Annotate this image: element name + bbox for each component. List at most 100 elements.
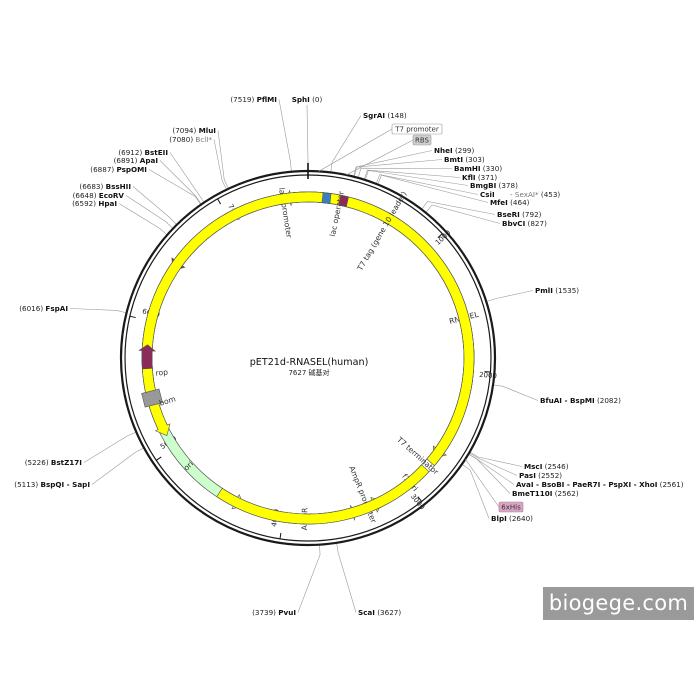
site-bamhi-name: BamHI xyxy=(454,164,481,173)
site-mfei: MfeI (464) xyxy=(490,198,530,207)
site-ecorv: (6648) EcoRV xyxy=(73,191,125,200)
site-sexai: - SexAI* (453) xyxy=(510,190,560,199)
site-sphi-name: SphI xyxy=(292,95,310,104)
site-scai-name: ScaI xyxy=(358,608,375,617)
site-bstz17i-name: BstZ17I xyxy=(51,458,82,467)
site-bsteii: (6912) BstEII xyxy=(118,148,168,157)
leader-bmgbi xyxy=(365,170,469,186)
site-mlui-name: MluI xyxy=(199,126,217,135)
site-pasi-position: (2552) xyxy=(536,471,562,480)
leader-pflmi xyxy=(278,99,292,172)
site-pflmi-name: PflMI xyxy=(257,95,278,104)
site-bmgbi-position: (378) xyxy=(496,181,518,190)
feature-rop: rop xyxy=(138,344,169,378)
site-csii-name: CsiI xyxy=(480,190,495,199)
leader-bmti xyxy=(353,159,443,177)
tick-3000 xyxy=(417,496,423,502)
leader-pvui xyxy=(297,544,321,613)
site-nhei: NheI (299) xyxy=(434,146,474,155)
site-bsshii-name: BssHII xyxy=(106,182,132,191)
site-bsshii-position: (6683) xyxy=(79,182,105,191)
site-bcli-position: (7080) xyxy=(169,135,195,144)
leader-bmet110i xyxy=(468,453,511,494)
site-blpi-position: (2640) xyxy=(507,514,533,523)
site-sexai-name: - SexAI* xyxy=(510,190,539,199)
site-pflmi-position: (7519) xyxy=(230,95,256,104)
rop-label: rop xyxy=(155,368,168,378)
leader-bamhi xyxy=(357,167,453,178)
site-scai-position: (3627) xyxy=(375,608,401,617)
site-sphi-position-2: (0) xyxy=(310,95,323,104)
site-bmti-position: (303) xyxy=(463,155,485,164)
site-bbvci-position: (827) xyxy=(525,219,547,228)
t7-tag-gene-10-leader-mark xyxy=(338,194,349,208)
site-bstz17i-position: (5226) xyxy=(25,458,51,467)
leader-apai xyxy=(159,160,202,205)
site-bseri: BseRI (792) xyxy=(497,210,542,219)
site-msci-position: (2546) xyxy=(542,462,568,471)
site-bamhi-position: (330) xyxy=(481,164,503,173)
site-bmet110i: BmeT110I (2562) xyxy=(512,489,579,498)
site-apai: (6891) ApaI xyxy=(114,156,159,165)
site-bbvci: BbvCI (827) xyxy=(502,219,547,228)
site-sgrai-position: (148) xyxy=(385,111,407,120)
6xhis-box xyxy=(498,501,524,513)
site-bspqi-sapi-name: BspQI - SapI xyxy=(40,480,90,489)
site-nhei-position: (299) xyxy=(453,146,475,155)
leader-bbvci xyxy=(425,204,501,224)
t7-promoter-box-label: T7 promoter xyxy=(394,126,439,134)
feature-bom: bom xyxy=(141,388,177,408)
site-msci: MscI (2546) xyxy=(524,462,569,471)
bom-box xyxy=(141,388,163,408)
site-bfuai-bspmi-name: BfuAI - BspMI xyxy=(540,396,595,405)
leader-rbs xyxy=(346,139,414,176)
lac-operator-mark xyxy=(321,192,332,204)
leader-bseri xyxy=(421,201,496,215)
site-bspqi-sapi-position: (5113) xyxy=(14,480,40,489)
site-apai-position: (6891) xyxy=(114,156,140,165)
site-ecorv-name: EcoRV xyxy=(99,191,125,200)
site-mfei-position: (464) xyxy=(508,198,530,207)
leader-sphi xyxy=(306,104,309,171)
site-bbvci-name: BbvCI xyxy=(502,219,526,228)
site-sgrai: SgrAI (148) xyxy=(363,111,407,120)
leader-pspomi xyxy=(148,169,202,205)
site-blpi-name: BlpI xyxy=(491,514,507,523)
site-pvui-position: (3739) xyxy=(252,608,278,617)
site-bmet110i-position: (2562) xyxy=(552,489,578,498)
leader-csii xyxy=(375,174,479,195)
site-bmti: BmtI (303) xyxy=(444,155,485,164)
tick-label-1000: 1000 xyxy=(434,229,453,247)
leader-kfli xyxy=(363,169,461,180)
site-pspomi-name: PspOMI xyxy=(116,165,147,174)
leader-pmli xyxy=(486,290,534,302)
leader-bcli xyxy=(213,139,227,190)
site-bspqi-sapi: (5113) BspQI - SapI xyxy=(14,480,90,489)
tick-6000 xyxy=(129,315,136,319)
leader-bspqi-sapi xyxy=(91,447,145,485)
rop-arrow xyxy=(138,344,157,370)
site-avai-bsobi-paer7i-pspxi-xhoi-position: (2561) xyxy=(657,480,683,489)
leader-bsshii xyxy=(132,186,178,225)
plasmid-backbone xyxy=(119,163,497,547)
site-pmli-name: PmlI xyxy=(535,286,553,295)
site-sgrai-name: SgrAI xyxy=(363,111,385,120)
site-leader-lines xyxy=(69,99,539,613)
rbs-box-label: RBS xyxy=(415,137,430,145)
site-bsteii-name: BstEII xyxy=(145,148,169,157)
leader-6xhis xyxy=(465,458,500,508)
site-fspai-position: (6016) xyxy=(19,304,45,313)
site-avai-bsobi-paer7i-pspxi-xhoi: AvaI - BsoBI - PaeR7I - PspXI - XhoI (25… xyxy=(516,480,684,489)
site-bmgbi-name: BmgBI xyxy=(470,181,497,190)
site-bfuai-bspmi-position: (2082) xyxy=(595,396,621,405)
leader-bfuai-bspmi xyxy=(493,384,539,401)
site-pspomi-position: (6887) xyxy=(90,165,116,174)
leader-nhei xyxy=(353,150,433,177)
site-kfli-name: KflI xyxy=(462,173,476,182)
leader-sgrai xyxy=(330,115,362,173)
site-hpai-name: HpaI xyxy=(98,199,117,208)
site-msci-name: MscI xyxy=(524,462,543,471)
site-pasi-name: PasI xyxy=(519,471,536,480)
tick-1000 xyxy=(437,233,443,239)
